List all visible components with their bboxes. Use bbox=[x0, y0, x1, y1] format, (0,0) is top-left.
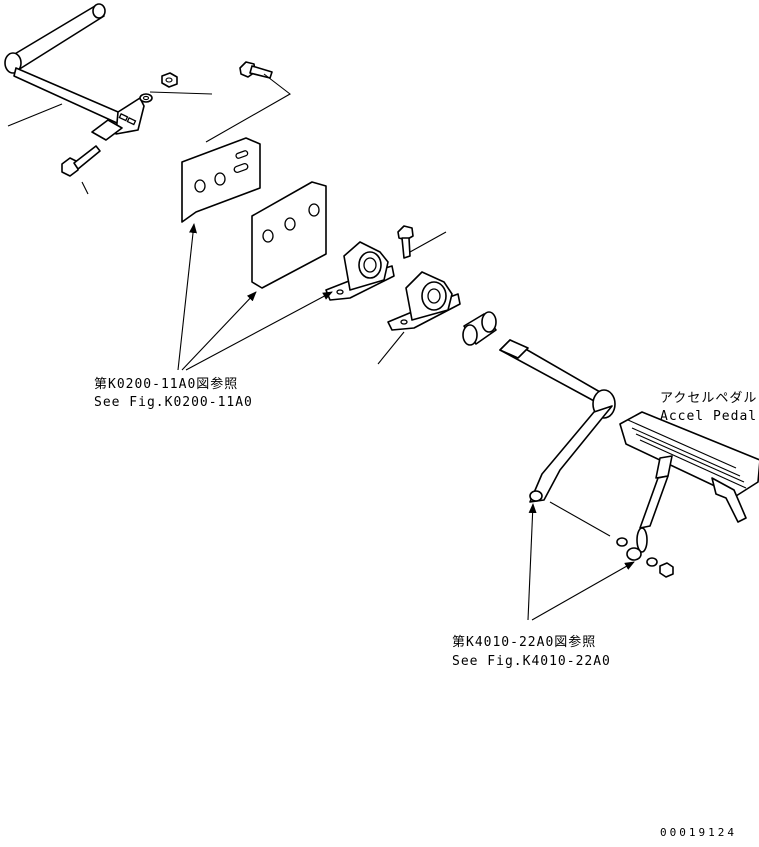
ref-b-label-en: See Fig.K4010-22A0 bbox=[452, 654, 611, 669]
leader-arm-washer bbox=[549, 501, 611, 537]
drawing-code: 00019124 bbox=[660, 826, 737, 839]
accel-pedal bbox=[619, 411, 759, 523]
pedal-label-en: Accel Pedal bbox=[660, 409, 757, 424]
pedal-label-jp: アクセルペダル bbox=[660, 391, 757, 406]
rod-nut bbox=[659, 562, 674, 578]
pedal-rod bbox=[626, 455, 673, 561]
leader-bolt-top bbox=[205, 73, 291, 143]
bolt-bearing bbox=[397, 225, 414, 259]
pedal-arm bbox=[499, 339, 616, 503]
ref-arrows-k4010 bbox=[527, 503, 635, 621]
bracket-plate-rear bbox=[251, 181, 327, 289]
washer bbox=[139, 93, 153, 103]
bearing-housing-lower bbox=[387, 271, 461, 331]
pedal-shaft bbox=[4, 3, 133, 129]
ref-b-label-jp: 第K4010-22A0図参照 bbox=[452, 634, 596, 650]
leader-bolt-bearing bbox=[409, 231, 447, 253]
leader-washer bbox=[149, 91, 213, 95]
leader-bearing-lower bbox=[377, 331, 405, 365]
leader-bolt-left bbox=[81, 181, 89, 195]
leader-shaft bbox=[7, 103, 63, 127]
rod-washer bbox=[616, 537, 658, 567]
ref-arrows-k0200 bbox=[177, 223, 333, 371]
ref-a-label-jp: 第K0200-11A0図参照 bbox=[94, 376, 238, 392]
ref-a-label-en: See Fig.K0200-11A0 bbox=[94, 395, 253, 410]
bearing-housing-upper bbox=[325, 241, 395, 301]
bracket-plate-front bbox=[181, 137, 261, 223]
nut bbox=[161, 72, 178, 88]
bushing bbox=[462, 311, 497, 346]
bolt-top bbox=[239, 61, 273, 79]
bolt-left bbox=[61, 145, 101, 177]
shaft-spacer bbox=[91, 119, 123, 141]
